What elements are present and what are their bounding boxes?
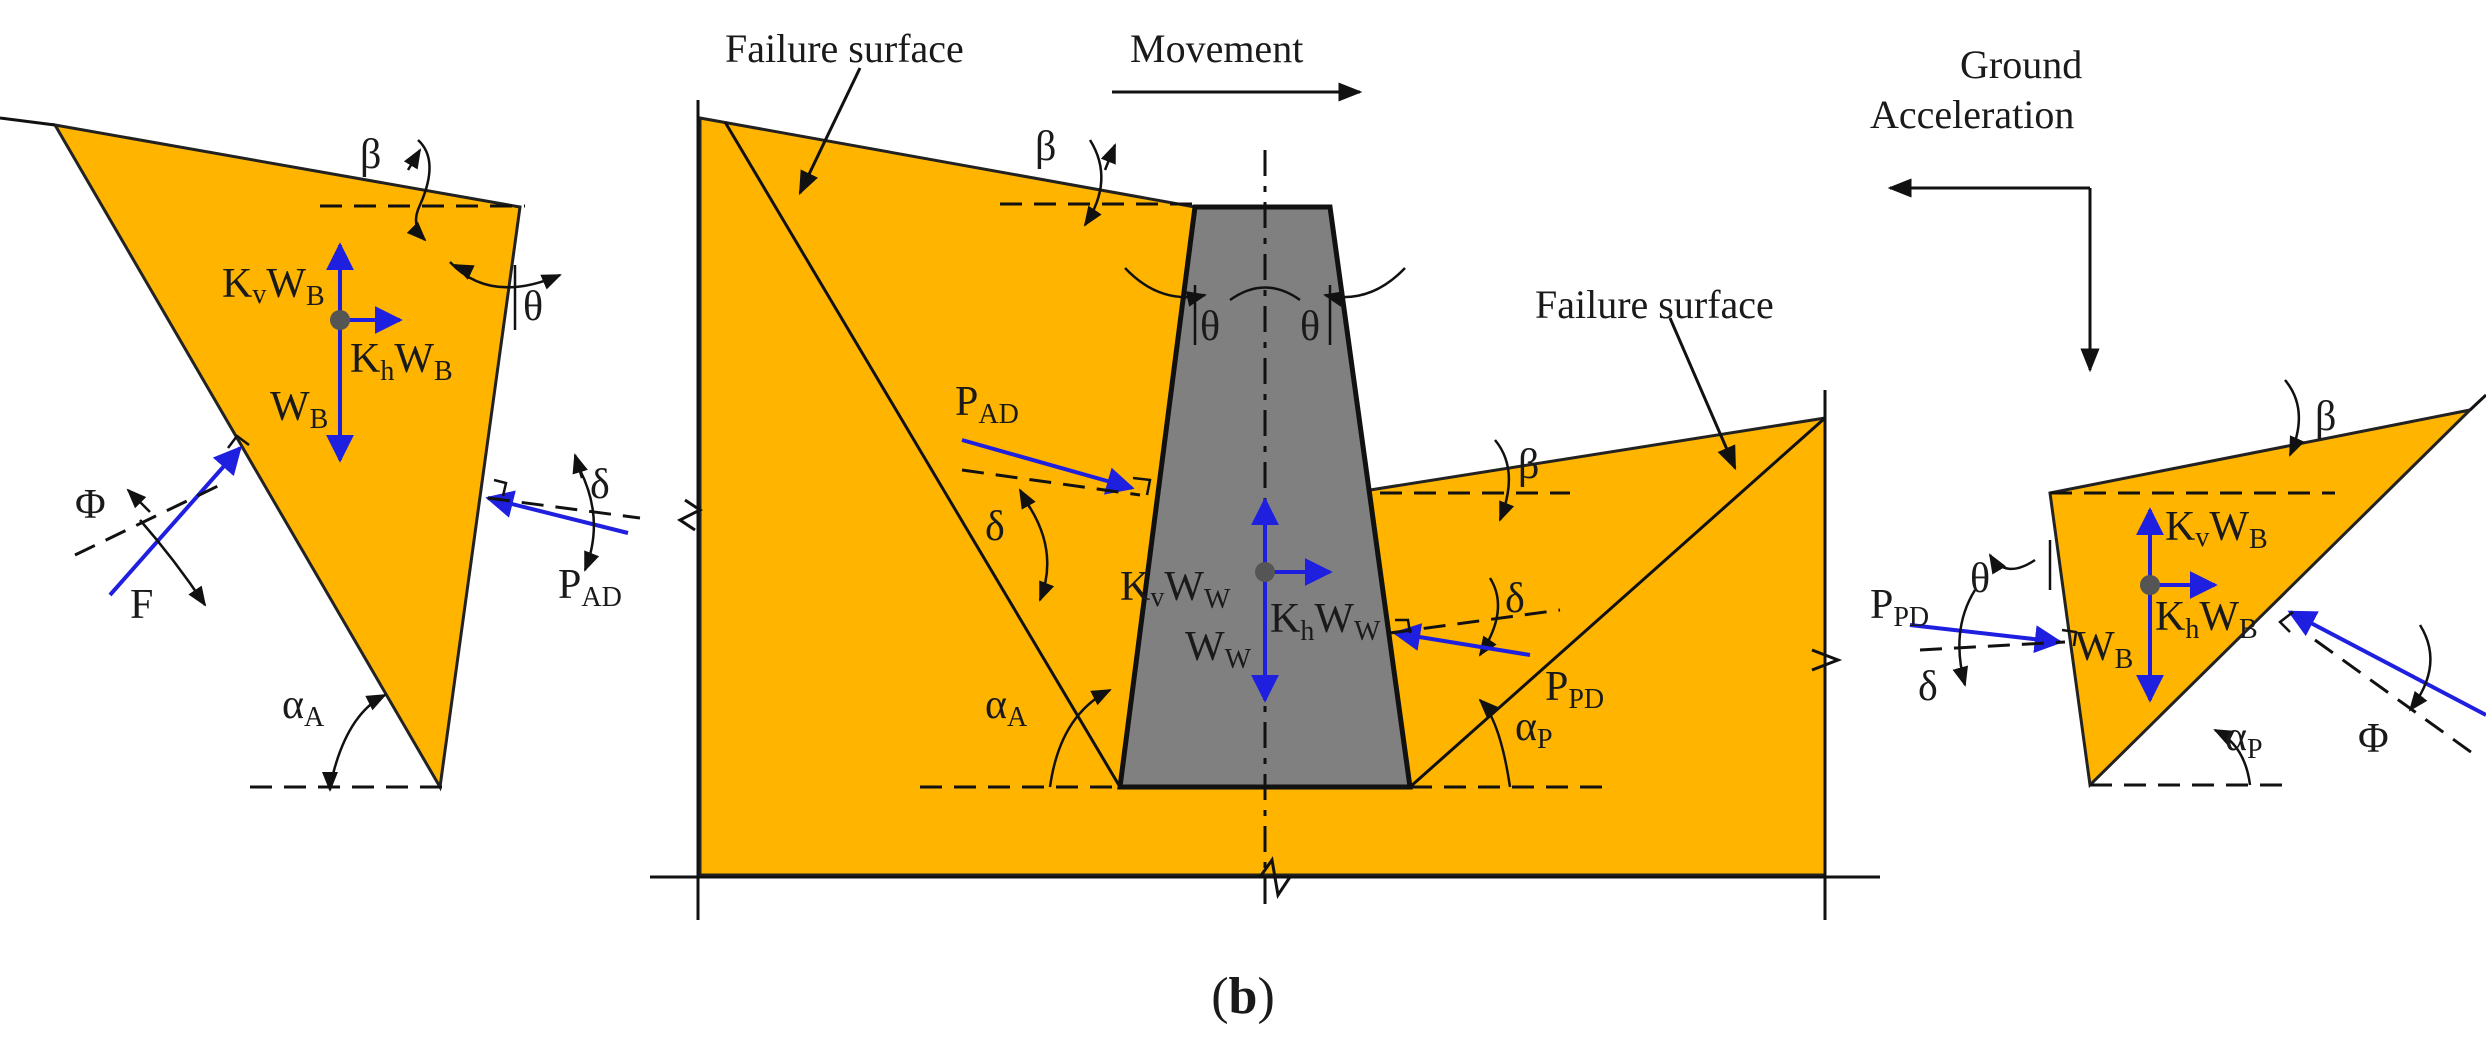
wall-system-panel: Failure surface Movement Failure surface… [650, 26, 1880, 920]
alpha-p-label-wall: αP [1515, 704, 1553, 755]
alpha-p-label-right: αP [2225, 714, 2263, 765]
pad-label-wall: PAD [955, 379, 1019, 430]
beta-angle-arc-right [2284, 379, 2305, 457]
delta-angle-arc-right [1952, 589, 1977, 687]
alpha-a-angle-arc [328, 693, 387, 788]
kv-ww-label: KvWW [1120, 564, 1231, 615]
alpha-p-angle-arc-right [2213, 728, 2252, 786]
theta-symbol-right: θ [1970, 556, 1990, 602]
beta-symbol-passive: β [1518, 442, 1539, 488]
kv-wb-label: KvWB [222, 261, 325, 312]
kv-wb-label-right: KvWB [2165, 504, 2268, 555]
ppd-vector-right [1909, 623, 2063, 654]
beta-angle-arc-wall [1083, 139, 1103, 227]
phi-angle-arc [139, 519, 207, 607]
ppd-vector-wall [1392, 623, 1531, 657]
pad-vector-wall [961, 438, 1135, 495]
kh-ww-label: KhWW [1270, 596, 1381, 647]
wb-label: WB [270, 384, 328, 435]
wall-centroid-marker [1255, 562, 1275, 582]
active-failure-surface [723, 121, 1122, 788]
kh-wb-label: KhWB [350, 336, 453, 387]
kh-wb-label-right: KhWB [2155, 594, 2258, 645]
failure-surface-label-passive: Failure surface [1535, 282, 1774, 327]
alpha-a-label: αA [282, 682, 325, 733]
alpha-p-angle-arc-wall [1478, 698, 1512, 788]
passive-wedge-panel: Ground Acceleration β θ KvWB KhWB WB PPD… [1870, 42, 2486, 789]
ppd-label-right: PPD [1870, 582, 1929, 633]
centroid-marker-right [2140, 575, 2160, 595]
delta-angle-arc-active [1023, 499, 1055, 602]
pad-label: PAD [558, 562, 622, 613]
theta-symbol-wall-right: θ [1300, 304, 1320, 350]
figure-caption: (b) [1211, 968, 1275, 1025]
f-label: F [130, 582, 153, 628]
ww-label: WW [1185, 624, 1252, 675]
active-wedge [52, 122, 522, 792]
theta-symbol: θ [523, 284, 543, 330]
alpha-a-angle-arc-wall [1048, 688, 1112, 788]
beta-symbol-right: β [2315, 394, 2336, 440]
beta-angle-arc [406, 139, 431, 242]
phi-symbol-right: Φ [2358, 716, 2389, 762]
theta-symbol-wall-left: θ [1200, 304, 1220, 350]
delta-angle-arc [578, 469, 600, 572]
theta-angle-arc-wall-right [1323, 267, 1406, 307]
movement-label: Movement [1130, 26, 1303, 71]
passive-wedge [2048, 407, 2475, 789]
delta-symbol-active: δ [985, 504, 1005, 550]
passive-failure-surface [1409, 416, 1826, 789]
f-vector [108, 445, 242, 597]
delta-symbol-right: δ [1918, 664, 1938, 710]
beta-angle-arc-passive [1494, 439, 1515, 522]
centroid-marker [330, 310, 350, 330]
beta-symbol-wall: β [1035, 124, 1056, 170]
failure-surface-label-active: Failure surface [725, 26, 964, 71]
ppd-label-wall: PPD [1545, 664, 1604, 715]
alpha-a-label-wall: αA [985, 682, 1028, 733]
pad-vector [485, 490, 629, 535]
delta-symbol: δ [590, 462, 610, 508]
delta-symbol-passive: δ [1505, 576, 1525, 622]
phi-symbol: Φ [75, 482, 106, 528]
ground-acceleration-label-line2: Acceleration [1870, 92, 2074, 137]
theta-angle-arc-right [1988, 553, 2036, 575]
phi-angle-arc-right [2408, 624, 2432, 712]
ground-acceleration-label-line1: Ground [1960, 42, 2082, 87]
f-vector-right [2287, 610, 2486, 717]
beta-symbol: β [360, 132, 381, 178]
wb-label-right: WB [2075, 624, 2133, 675]
active-wedge-panel: β θ KvWB KhWB WB Φ F δ PAD αA [0, 116, 641, 792]
